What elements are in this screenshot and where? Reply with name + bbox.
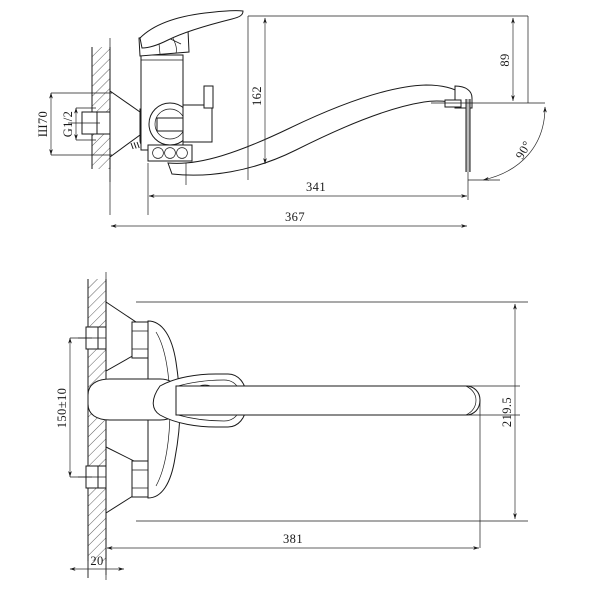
dimension-162: 162 [250,17,267,164]
dimension-label-381: 381 [283,532,303,546]
dimension-341: 341 [148,180,467,198]
dimension-label-diameter-70: Ш70 [36,111,50,137]
dimension-label-150-tolerance: 150±10 [55,388,69,429]
spout-front [176,386,480,415]
dimension-label-367: 367 [285,210,305,224]
dimension-89: 89 [498,17,515,101]
extension-lines-front [87,301,528,578]
dimension-label-thread-g12: G1/2 [61,111,75,138]
hex-nut-upper-front [132,322,149,358]
wall-section-front [88,279,106,561]
lever-handle-side [140,11,243,48]
diverter-block-side [183,86,213,142]
nut-detail-side [131,142,142,149]
hex-nut-lower-front [132,461,149,497]
front-view-group: 150±10 20 381 219.5 [55,272,528,580]
spout-outlet-tip-side [445,86,472,172]
dimension-thread-g12: G1/2 [61,107,96,141]
dimension-angle-90: 90° [482,106,547,181]
dimension-label-162: 162 [250,86,264,106]
extension-lines-side [109,15,545,215]
dimension-label-219-5: 219.5 [500,397,514,427]
dimension-20: 20 [69,554,124,571]
outlet-ports-side [148,145,192,161]
dimension-label-20: 20 [90,554,103,568]
dimension-219-5: 219.5 [500,303,517,519]
dimension-label-341: 341 [306,180,326,194]
swivel-collar-side [149,103,191,145]
dimension-label-angle-90: 90° [513,138,534,161]
side-view-group: 162 89 341 367 Ш70 [36,11,547,228]
dimension-150-tolerance: 150±10 [55,337,92,478]
dimension-diameter-70: Ш70 [36,92,112,156]
dimension-label-89: 89 [498,53,512,66]
dimension-367: 367 [110,210,467,228]
dimension-381: 381 [106,532,479,550]
